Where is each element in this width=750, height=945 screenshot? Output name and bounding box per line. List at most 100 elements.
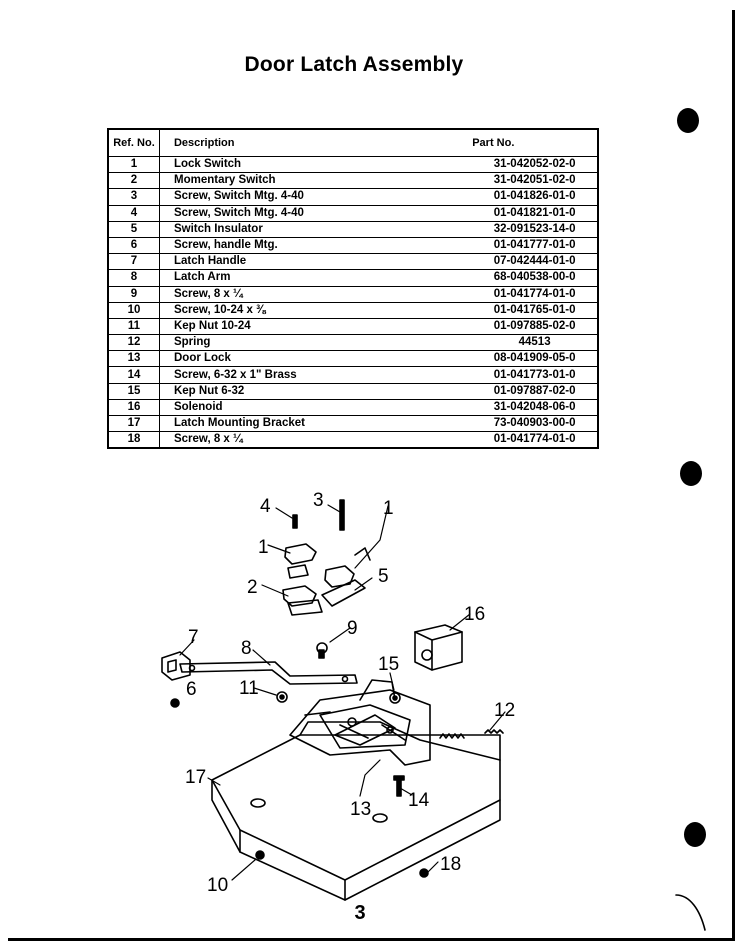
cell-description: Solenoid bbox=[159, 399, 473, 417]
callout-11: 11 bbox=[239, 678, 259, 699]
solenoid-drawing bbox=[414, 624, 463, 671]
cell-description: Door Lock bbox=[159, 350, 473, 368]
cell-description: Screw, 6-32 x 1" Brass bbox=[159, 366, 473, 384]
latch-handle-drawing bbox=[161, 651, 191, 681]
latch-mechanism-drawing bbox=[289, 679, 431, 766]
cell-part-no: 01-041774-01-0 bbox=[472, 431, 598, 449]
cell-ref-no: 1 bbox=[108, 156, 160, 174]
callout-4: 4 bbox=[260, 496, 271, 517]
callout-15: 15 bbox=[378, 654, 399, 675]
page-number: 3 bbox=[354, 902, 366, 924]
cell-description: Momentary Switch bbox=[159, 172, 473, 190]
page-title: Door Latch Assembly bbox=[244, 53, 464, 76]
corner-mark bbox=[675, 894, 706, 931]
cell-description: Latch Mounting Bracket bbox=[159, 415, 473, 433]
switches-drawing bbox=[282, 543, 371, 616]
callout-5: 5 bbox=[378, 566, 389, 587]
cell-ref-no: 11 bbox=[108, 318, 160, 336]
latch-arm-drawing bbox=[179, 661, 358, 685]
callout-3: 3 bbox=[313, 490, 324, 511]
cell-part-no: 31-042051-02-0 bbox=[472, 172, 598, 190]
cell-part-no: 32-091523-14-0 bbox=[472, 221, 598, 238]
cell-ref-no: 10 bbox=[108, 302, 160, 319]
callout-labels: 1 1 2 3 4 5 6 7 8 9 10 11 12 13 14 15 16… bbox=[185, 490, 515, 896]
header-part-no: Part No. bbox=[472, 129, 598, 157]
callout-12: 12 bbox=[494, 700, 515, 721]
callout-17: 17 bbox=[185, 767, 206, 788]
cell-part-no: 01-041765-01-0 bbox=[472, 302, 598, 319]
callout-1: 1 bbox=[383, 498, 394, 519]
cell-ref-no: 6 bbox=[108, 237, 160, 255]
cell-ref-no: 2 bbox=[108, 172, 160, 190]
cell-ref-no: 17 bbox=[108, 415, 160, 433]
cell-part-no: 01-097885-02-0 bbox=[472, 318, 598, 336]
cell-part-no: 01-041826-01-0 bbox=[472, 188, 598, 206]
cell-part-no: 07-042444-01-0 bbox=[472, 253, 598, 271]
callout-14: 14 bbox=[408, 790, 430, 811]
cell-part-no: 73-040903-00-0 bbox=[472, 415, 598, 433]
callout-1: 1 bbox=[258, 537, 269, 558]
cell-description: Latch Arm bbox=[159, 269, 473, 287]
cell-part-no: 01-041777-01-0 bbox=[472, 237, 598, 255]
cell-description: Spring bbox=[159, 334, 473, 352]
cell-description: Kep Nut 6-32 bbox=[159, 383, 473, 400]
cell-ref-no: 8 bbox=[108, 269, 160, 287]
cell-part-no: 31-042048-06-0 bbox=[472, 399, 598, 417]
cell-ref-no: 18 bbox=[108, 431, 160, 449]
cell-ref-no: 5 bbox=[108, 221, 160, 238]
cell-description: Screw, 10-24 x ⅜ bbox=[159, 302, 473, 319]
cell-ref-no: 14 bbox=[108, 366, 160, 384]
cell-ref-no: 7 bbox=[108, 253, 160, 271]
callout-9: 9 bbox=[347, 618, 358, 639]
leader-lines bbox=[179, 504, 506, 881]
cell-part-no: 08-041909-05-0 bbox=[472, 350, 598, 368]
cell-part-no: 01-041774-01-0 bbox=[472, 286, 598, 303]
binder-hole-icon bbox=[680, 461, 702, 486]
fasteners-drawing bbox=[170, 499, 429, 878]
callout-10: 10 bbox=[207, 875, 228, 896]
table-header-row: Ref. No. Description Part No. bbox=[108, 129, 598, 157]
header-description: Description bbox=[159, 129, 473, 157]
cell-description: Screw, 8 x ¼ bbox=[159, 431, 473, 449]
cell-description: Switch Insulator bbox=[159, 221, 473, 238]
callout-13: 13 bbox=[350, 799, 371, 820]
cell-part-no: 01-041773-01-0 bbox=[472, 366, 598, 384]
callout-18: 18 bbox=[440, 854, 461, 875]
spring-drawing bbox=[439, 729, 504, 739]
binder-hole-icon bbox=[684, 822, 706, 847]
cell-description: Kep Nut 10-24 bbox=[159, 318, 473, 336]
cell-ref-no: 9 bbox=[108, 286, 160, 303]
header-ref-no: Ref. No. bbox=[108, 129, 160, 157]
cell-part-no: 68-040538-00-0 bbox=[472, 269, 598, 287]
cell-description: Screw, 8 x ¼ bbox=[159, 286, 473, 303]
callout-16: 16 bbox=[464, 604, 485, 625]
cell-part-no: 31-042052-02-0 bbox=[472, 156, 598, 174]
cell-description: Latch Handle bbox=[159, 253, 473, 271]
cell-description: Screw, Switch Mtg. 4-40 bbox=[159, 188, 473, 206]
page-border bbox=[8, 10, 735, 941]
callout-2: 2 bbox=[247, 577, 258, 598]
cell-ref-no: 15 bbox=[108, 383, 160, 400]
callout-8: 8 bbox=[241, 638, 252, 659]
binder-hole-icon bbox=[677, 108, 699, 133]
